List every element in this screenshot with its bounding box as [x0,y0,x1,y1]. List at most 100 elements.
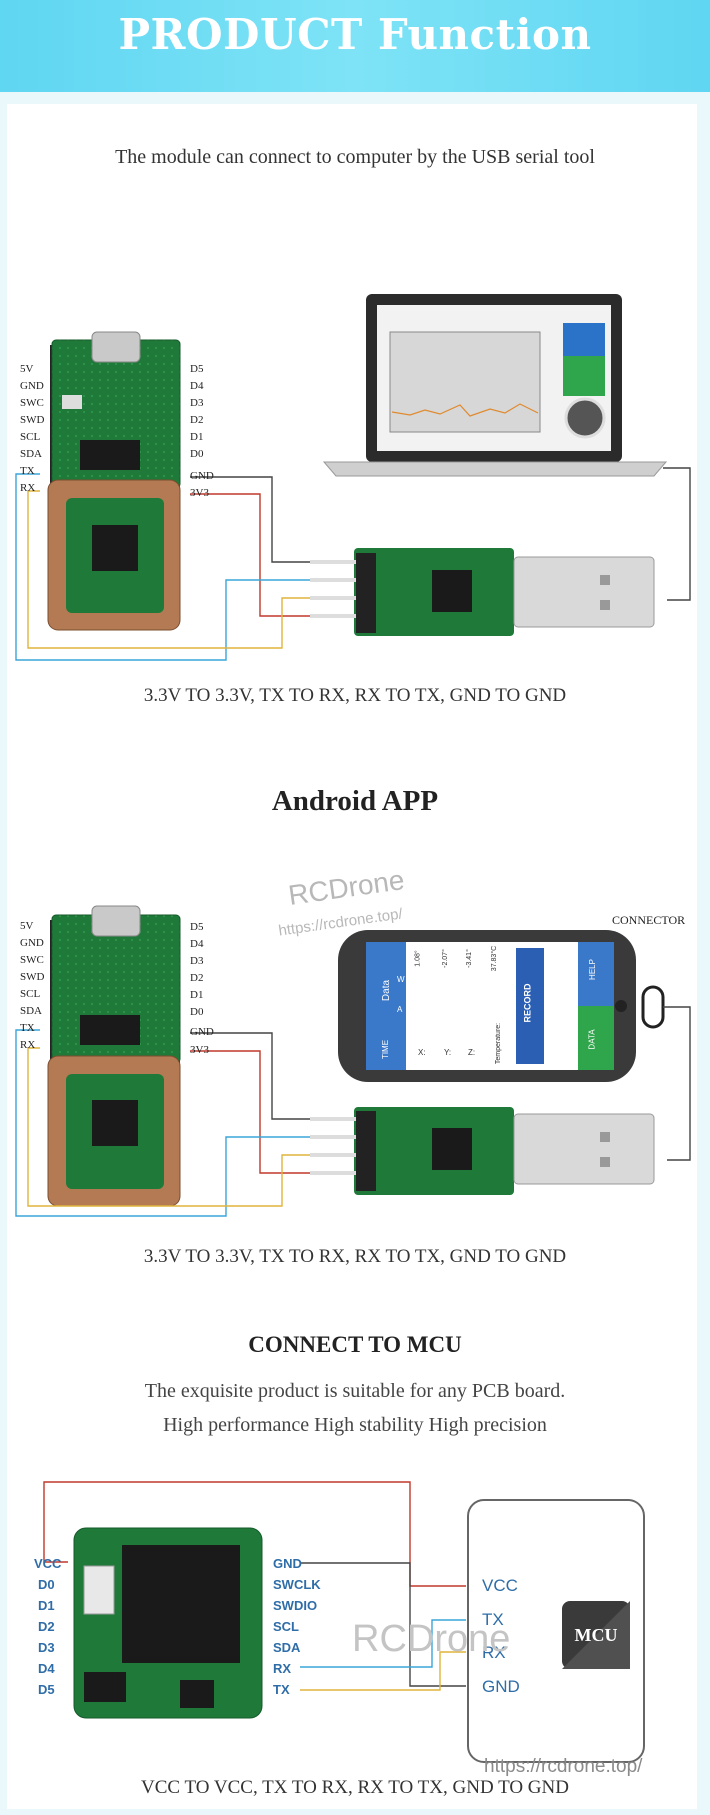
pin-label-gnd: GND [20,380,44,392]
section-title-mcu: CONNECT TO MCU [248,1332,462,1357]
sensor-module [73,1527,263,1719]
pin-label-d4: D4 [190,380,204,392]
wire-rx-2 [27,1047,310,1207]
connection-text-2: 3.3V TO 3.3V, TX TO RX, RX TO TX, GND TO… [143,1246,567,1267]
pin-label-swc-2: SWC [20,954,44,966]
pin-label-gnd-right: GND [190,470,214,482]
module-pin-vcc: VCC [34,1556,62,1571]
module-pin-d2: D2 [38,1619,55,1634]
wire-usb-phone-2 [663,1006,691,1161]
pin-label-gnd-2: GND [20,937,44,949]
phone-help-button: HELP [587,959,597,980]
phone-temp-label: Temperature: [495,1022,503,1065]
phone-temp-value: 37.83°C [491,945,499,972]
phone-y-value: -2.07° [441,949,449,968]
pin-label-d5: D5 [190,363,204,375]
board-diagram-2 [47,905,181,1207]
pin-label-d2-2: D2 [190,972,204,984]
phone-data-button: DATA [587,1029,597,1050]
pin-label-sda: SDA [20,448,43,460]
section-title-android: Android APP [271,785,439,817]
wire-tx-2 [15,1029,310,1217]
wire-rx-1 [27,490,310,649]
module-pin-tx: TX [273,1682,290,1697]
pin-label-rx: RX [20,482,36,494]
pin-label-d3-2: D3 [190,955,204,967]
wire-rx-3 [300,1619,466,1668]
phone-tab-a: A [397,1005,403,1014]
pin-label-5v: 5V [20,363,34,375]
mcu-pin-rx: RX [482,1643,506,1662]
phone-tab-time: TIME [381,1039,391,1060]
connector-label: CONNECTOR [612,913,686,927]
phone-x-value: 1.08° [414,950,422,967]
header-banner: PRODUCT Function [0,0,710,92]
connector-icon [641,985,665,1029]
page-title: PRODUCT Function [118,10,592,59]
connection-text-1: 3.3V TO 3.3V, TX TO RX, RX TO TX, GND TO… [143,685,567,706]
phone-record-button: RECORD [522,983,533,1023]
wire-3v3-2 [190,1050,310,1174]
pin-label-5v-2: 5V [20,920,34,932]
module-pin-d1: D1 [38,1598,55,1613]
usb-adapter-2 [310,1107,655,1195]
wire-gnd-1 [190,476,310,563]
pin-label-tx-2: TX [20,1022,35,1034]
module-pin-d0: D0 [38,1577,55,1592]
pin-label-d2: D2 [190,414,204,426]
phone-z-value: -3.41° [465,949,473,968]
intro-text: The module can connect to computer by th… [115,146,595,168]
pin-label-d4-2: D4 [190,938,204,950]
phone-y-label: Y: [444,1048,452,1057]
wire-vcc-3 [43,1481,466,1587]
wire-gnd-2 [190,1032,310,1120]
phone-illustration [338,930,636,1082]
pin-label-scl-2: SCL [20,988,41,1000]
wire-usb-laptop-1 [663,467,691,601]
pin-label-d1-2: D1 [190,989,204,1001]
connection-text-3: VCC TO VCC, TX TO RX, RX TO TX, GND TO G… [141,1777,569,1798]
phone-tab-data: Data [381,979,393,1002]
mcu-description-line1: The exquisite product is suitable for an… [144,1380,566,1402]
usb-adapter-1 [310,548,655,636]
pin-label-swd: SWD [20,414,45,426]
pin-label-3v3-2: 3V3 [190,1044,209,1056]
phone-z-label: Z: [468,1048,476,1057]
mcu-pin-vcc: VCC [482,1576,518,1595]
wire-gnd-3 [300,1562,466,1687]
pin-label-swc: SWC [20,397,44,409]
module-pin-d4: D4 [38,1661,55,1676]
laptop-illustration [322,294,668,477]
pin-label-sda-2: SDA [20,1005,43,1017]
module-pin-rx: RX [273,1661,292,1676]
mcu-box [467,1499,645,1763]
pin-label-tx: TX [20,465,35,477]
pin-label-rx-2: RX [20,1039,36,1051]
phone-tab-w: W [397,975,405,984]
mcu-chip-label: MCU [574,1625,618,1645]
pin-label-swd-2: SWD [20,971,45,983]
pin-label-d3: D3 [190,397,204,409]
board-diagram-1 [47,331,181,631]
module-pin-d3: D3 [38,1640,55,1655]
pin-label-3v3: 3V3 [190,487,209,499]
watermark-url-3: https://rcdrone.top/ [484,1756,643,1777]
pin-label-gnd-right-2: GND [190,1026,214,1038]
pin-label-scl: SCL [20,431,41,443]
mcu-description-line2: High performance High stability High pre… [163,1414,547,1436]
mcu-pin-gnd: GND [482,1677,520,1696]
wire-tx-3 [300,1651,466,1691]
pin-label-d1: D1 [190,431,204,443]
phone-x-label: X: [418,1048,426,1057]
pin-label-d0: D0 [190,448,204,460]
wire-tx-1 [15,473,310,661]
module-pin-d5: D5 [38,1682,55,1697]
module-pin-gnd: GND [273,1556,302,1571]
mcu-pin-tx: TX [482,1610,504,1629]
wire-3v3-1 [190,493,310,617]
module-pin-swdio: SWDIO [273,1598,318,1613]
module-pin-scl: SCL [273,1619,299,1634]
module-pin-sda: SDA [273,1640,301,1655]
pin-label-d0-2: D0 [190,1006,204,1018]
